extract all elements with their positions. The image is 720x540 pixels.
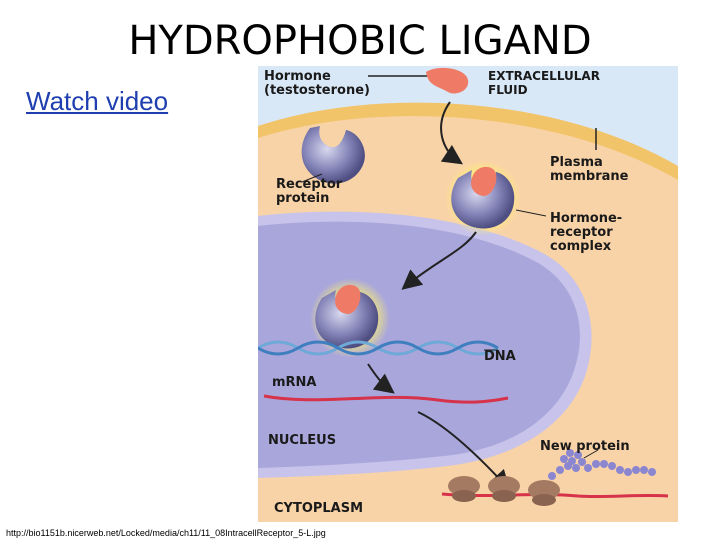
label-plasma: Plasma: [550, 155, 603, 170]
hormone-receptor-complex: [451, 170, 515, 229]
label-receptor: Receptor: [276, 177, 343, 192]
nuclear-bound-hormone: [335, 284, 361, 314]
label-membrane: membrane: [550, 169, 629, 184]
arrow-transcription: [367, 363, 395, 394]
bound-hormone: [471, 166, 497, 196]
label-cytoplasm: CYTOPLASM: [274, 501, 363, 516]
ribosome-2-small: [492, 490, 516, 502]
label-protein: protein: [276, 191, 329, 206]
label-receptor-2: receptor: [550, 225, 613, 240]
nuclear-hormone-receptor-complex: [315, 290, 379, 349]
mrna-strand: [263, 394, 509, 404]
protein-pointer-line: [583, 449, 599, 459]
arrow-into-nucleus: [401, 231, 477, 290]
label-nucleus: NUCLEUS: [268, 433, 336, 448]
intracellular-receptor-diagram: Hormone (testosterone) EXTRACELLULAR FLU…: [258, 66, 678, 522]
label-hormone-dash: Hormone-: [550, 211, 622, 226]
label-mrna: mRNA: [272, 375, 317, 390]
complex-pointer-line: [515, 209, 547, 217]
ribosome-1: [448, 476, 480, 496]
label-hormone: Hormone: [264, 69, 331, 84]
ribosome-1-small: [452, 490, 476, 502]
receptor-protein: [301, 126, 365, 184]
hormone-testosterone: [426, 67, 469, 94]
receptor-pointer-line: [301, 173, 323, 183]
label-dna: DNA: [484, 349, 516, 364]
label-complex: complex: [550, 239, 612, 254]
label-extracellular: EXTRACELLULAR: [488, 69, 600, 83]
ribosome-2: [488, 476, 520, 496]
label-fluid: FLUID: [488, 83, 528, 97]
slide-title: HYDROPHOBIC LIGAND: [128, 18, 592, 64]
ribosome-3: [528, 480, 560, 500]
ribosome-3-small: [532, 494, 556, 506]
label-new-protein: New protein: [540, 439, 630, 454]
image-source-caption: http://bio1151b.nicerweb.net/Locked/medi…: [6, 528, 326, 538]
cytoplasmic-mrna: [441, 492, 669, 499]
label-testosterone: (testosterone): [264, 83, 370, 98]
diagram-svg: Hormone (testosterone) EXTRACELLULAR FLU…: [258, 66, 678, 522]
watch-video-link[interactable]: Watch video: [26, 86, 169, 116]
new-protein-chain: [548, 449, 656, 480]
arrow-to-complex: [440, 101, 463, 165]
dna-strand-2: [258, 340, 499, 356]
